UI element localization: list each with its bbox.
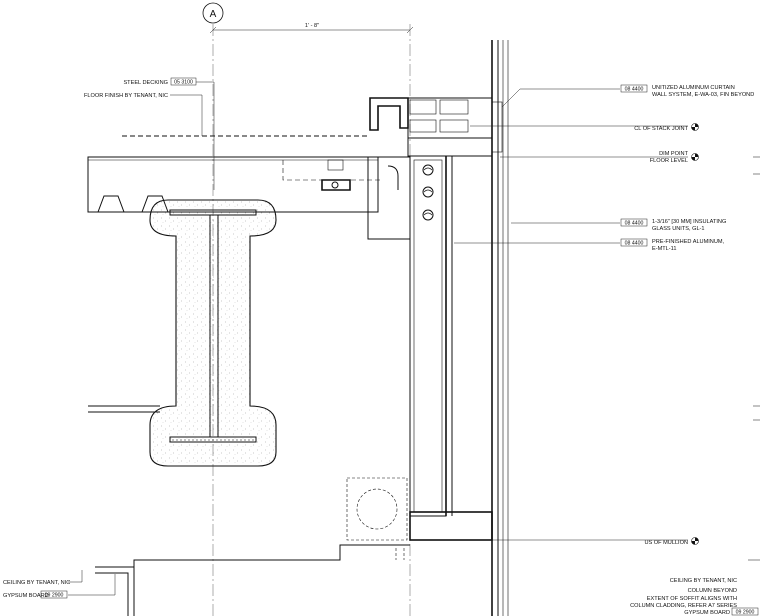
labels-bottom-right: CEILING BY TENANT, NIC COLUMN BEYOND EXT… xyxy=(630,578,759,616)
steel-decking-tag: 05 3100 xyxy=(174,80,193,86)
level-marker-icon xyxy=(691,123,699,131)
soffit-line2: COLUMN CLADDING, REFER A7 SERIES xyxy=(630,603,737,609)
leader-floor-finish: FLOOR FINISH BY TENANT, NIC xyxy=(84,93,203,136)
curtain-wall-line1: UNITIZED ALUMINUM CURTAIN xyxy=(652,85,735,91)
right-edge-marks xyxy=(748,156,760,561)
leader-us-mullion: US OF MULLION xyxy=(492,537,699,546)
insulating-glass-tag: 08 4400 xyxy=(625,221,644,227)
stack-joint-transom xyxy=(369,97,503,157)
insulating-glass-line1: 1-3/16" [30 MM] INSULATING xyxy=(652,219,726,225)
level-marker-icon xyxy=(691,537,699,545)
us-mullion-label: US OF MULLION xyxy=(644,540,688,546)
grid-bubble-label: A xyxy=(210,9,217,20)
ceiling-left-label: CEILING BY TENANT, NIC xyxy=(3,580,70,586)
leader-ceiling-left: CEILING BY TENANT, NIC xyxy=(3,570,83,586)
gypsum-right-tag: 09 2900 xyxy=(736,610,755,616)
ceiling-lines xyxy=(88,405,410,616)
steel-decking-label: STEEL DECKING xyxy=(123,80,168,86)
gypsum-left-tag: 09 2900 xyxy=(45,593,64,599)
gypsum-right-label: GYPSUM BOARD xyxy=(684,610,730,616)
dimension-text: 1' - 8" xyxy=(305,23,319,29)
leader-gypsum-left: GYPSUM BOARD 09 2900 xyxy=(3,574,116,599)
curtain-wall-tag: 08 4400 xyxy=(625,87,644,93)
leader-curtain-wall: 08 4400 UNITIZED ALUMINUM CURTAIN WALL S… xyxy=(501,84,754,108)
dim-point-line1: DIM POINT xyxy=(659,151,688,157)
leader-dim-point: DIM POINT FLOOR LEVEL xyxy=(500,151,699,164)
slab-edge-anchor xyxy=(321,156,411,240)
column-beyond-label: COLUMN BEYOND xyxy=(688,588,737,594)
glass-units xyxy=(445,40,509,616)
leader-prefinished-aluminum: 08 4400 PRE-FINISHED ALUMINUM, E-MTL-11 xyxy=(454,238,725,252)
insulating-glass-line2: GLASS UNITS, GL-1 xyxy=(652,226,705,232)
leader-insulating-glass: 08 4400 1-3/16" [30 MM] INSULATING GLASS… xyxy=(511,218,726,232)
mullion-bottom xyxy=(409,511,493,541)
leader-steel-decking: STEEL DECKING 05 3100 xyxy=(123,77,215,190)
stack-joint-label: CL OF STACK JOINT xyxy=(634,126,688,132)
curtain-wall-line2: WALL SYSTEM, E-WA-03, FIN BEYOND xyxy=(652,92,754,98)
ceiling-right-label: CEILING BY TENANT, NIC xyxy=(670,578,737,584)
soffit-line1: EXTENT OF SOFFIT ALIGNS WITH xyxy=(647,596,737,602)
prefinished-aluminum-line1: PRE-FINISHED ALUMINUM, xyxy=(652,239,725,245)
dim-point-line2: FLOOR LEVEL xyxy=(650,158,688,164)
floor-finish-label: FLOOR FINISH BY TENANT, NIC xyxy=(84,93,168,99)
prefinished-aluminum-tag: 08 4400 xyxy=(625,241,644,247)
gypsum-left-label: GYPSUM BOARD xyxy=(3,593,49,599)
level-marker-icon xyxy=(691,153,699,161)
prefinished-aluminum-line2: E-MTL-11 xyxy=(652,246,676,252)
leader-stack-joint: CL OF STACK JOINT xyxy=(470,123,699,132)
spandrel-panel xyxy=(409,155,447,517)
steel-beam xyxy=(149,199,277,467)
column-beyond xyxy=(346,477,408,560)
